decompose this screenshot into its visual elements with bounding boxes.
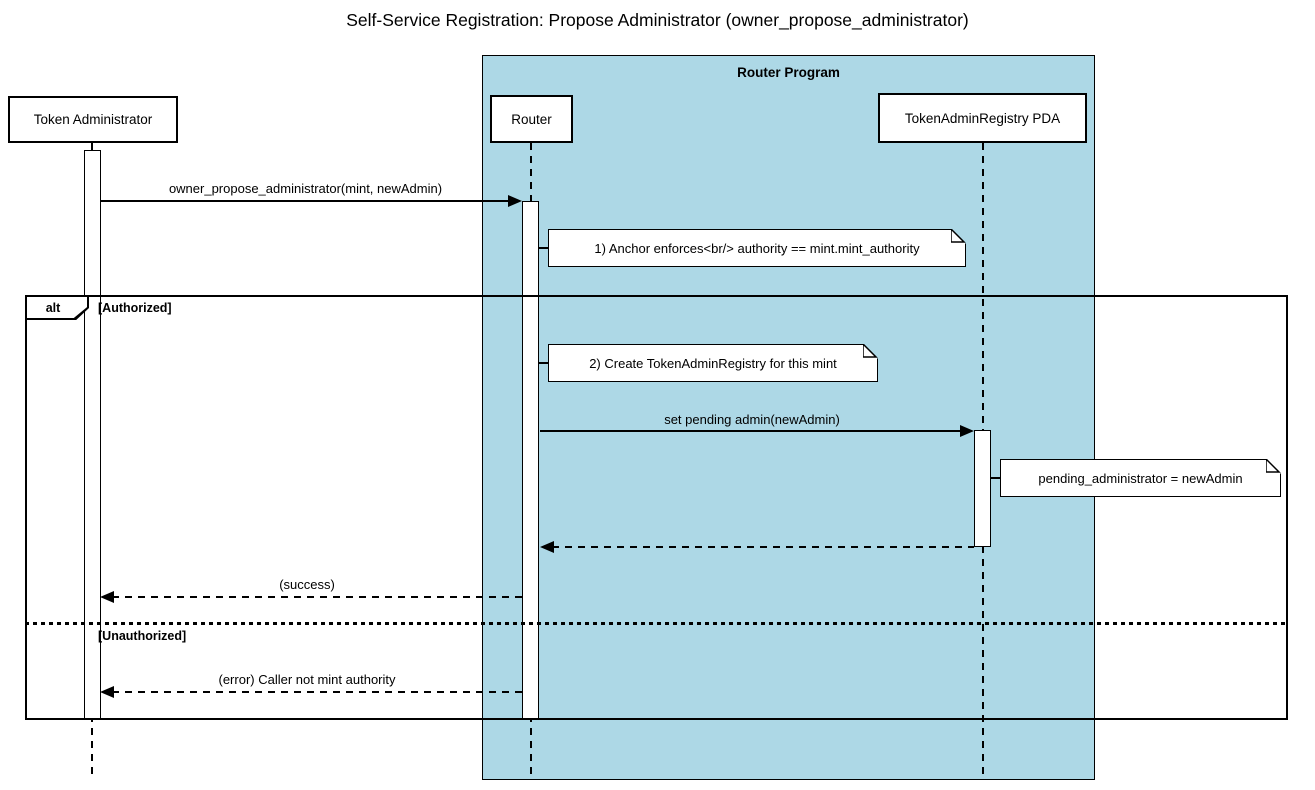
- message-success-label: (success): [279, 577, 335, 592]
- message-error-label: (error) Caller not mint authority: [218, 672, 396, 687]
- note-fold-icon: [1265, 458, 1282, 475]
- message-propose-administrator-line: [101, 200, 510, 202]
- message-error-line: [112, 691, 523, 693]
- participant-token-administrator: Token Administrator: [8, 96, 178, 143]
- note-anchor-enforces-text: 1) Anchor enforces<br/> authority == min…: [594, 240, 920, 256]
- note-create-registry-text: 2) Create TokenAdminRegistry for this mi…: [589, 355, 837, 371]
- note-connector: [991, 477, 1000, 479]
- message-propose-administrator-label: owner_propose_administrator(mint, newAdm…: [168, 181, 443, 196]
- participant-router-label: Router: [511, 111, 552, 127]
- alt-divider: [25, 622, 1288, 625]
- arrowhead-left-icon: [100, 591, 114, 603]
- alt-guard-unauthorized: [Unauthorized]: [98, 629, 187, 643]
- alt-guard-authorized: [Authorized]: [98, 301, 172, 315]
- router-program-box: [482, 55, 1095, 780]
- message-set-pending-admin-label: set pending admin(newAdmin): [664, 412, 840, 427]
- alt-frame: [25, 295, 1288, 720]
- diagram-title: Self-Service Registration: Propose Admin…: [346, 10, 969, 30]
- note-connector: [539, 362, 548, 364]
- note-fold-icon: [862, 343, 879, 360]
- note-pending-administrator: pending_administrator = newAdmin: [1000, 458, 1282, 497]
- arrowhead-right-icon: [508, 195, 522, 207]
- participant-router: Router: [490, 95, 573, 143]
- message-set-pending-admin-line: [540, 430, 962, 432]
- message-success-line: [112, 596, 523, 598]
- participant-token-administrator-label: Token Administrator: [33, 112, 153, 127]
- note-pending-administrator-text: pending_administrator = newAdmin: [1038, 470, 1243, 486]
- router-program-label: Router Program: [737, 65, 840, 80]
- return-pda-to-router-line: [552, 546, 974, 548]
- alt-operator-label: alt: [27, 297, 87, 318]
- activation-tokenadminregistry-pda: [974, 430, 991, 547]
- alt-operator-tag: alt: [25, 295, 89, 320]
- note-fold-icon: [950, 228, 967, 245]
- participant-tokenadminregistry-pda: TokenAdminRegistry PDA: [878, 93, 1087, 143]
- note-create-registry: 2) Create TokenAdminRegistry for this mi…: [548, 343, 879, 382]
- participant-tokenadminregistry-pda-label: TokenAdminRegistry PDA: [904, 110, 1061, 126]
- arrowhead-left-icon: [540, 541, 554, 553]
- arrowhead-right-icon: [960, 425, 974, 437]
- note-connector: [539, 247, 548, 249]
- arrowhead-left-icon: [100, 686, 114, 698]
- note-anchor-enforces: 1) Anchor enforces<br/> authority == min…: [548, 228, 967, 267]
